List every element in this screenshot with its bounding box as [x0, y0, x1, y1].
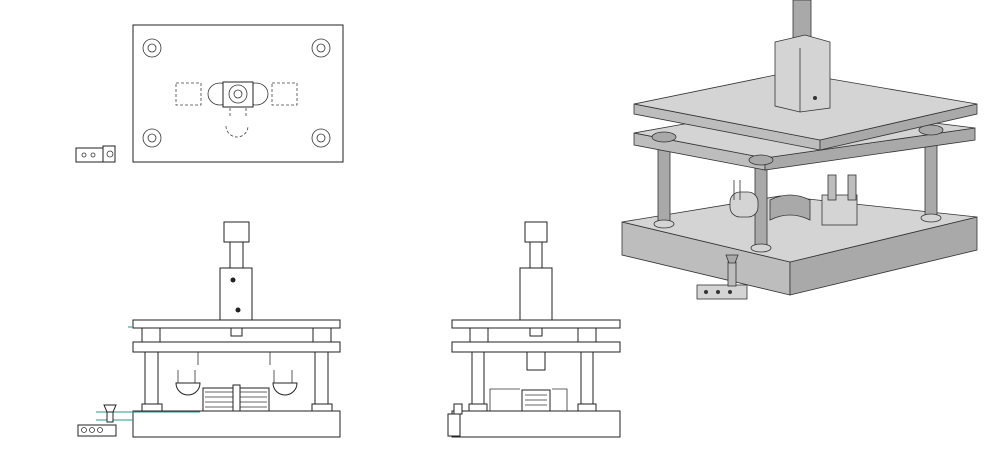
- guide-bushings-top: [142, 38, 331, 148]
- air-cylinder-side: [519, 267, 553, 321]
- side-view: [447, 221, 621, 438]
- toggle-clamp-front: [77, 404, 117, 437]
- toggle-clamp-top: [75, 145, 116, 163]
- top-plate: [132, 319, 341, 329]
- cylinder-cap: [223, 221, 250, 243]
- air-cylinder: [219, 267, 253, 321]
- guide-pillar-right: [314, 351, 329, 405]
- stripper-plate: [132, 341, 341, 353]
- base-plate-iso: [621, 195, 978, 296]
- front-view: [77, 221, 341, 438]
- center-clamp-top: [175, 81, 298, 138]
- isometric-view: [621, 0, 978, 300]
- air-cylinder-iso: [774, 0, 831, 113]
- top-view: [75, 24, 344, 163]
- toggle-clamp-iso: [696, 254, 748, 300]
- guide-pillar-left: [144, 351, 159, 405]
- guide-pillars-iso: [653, 139, 942, 253]
- springs: [202, 384, 270, 412]
- base-plate: [132, 410, 341, 438]
- piston-rod: [229, 241, 244, 269]
- center-tooling-iso: [729, 174, 858, 226]
